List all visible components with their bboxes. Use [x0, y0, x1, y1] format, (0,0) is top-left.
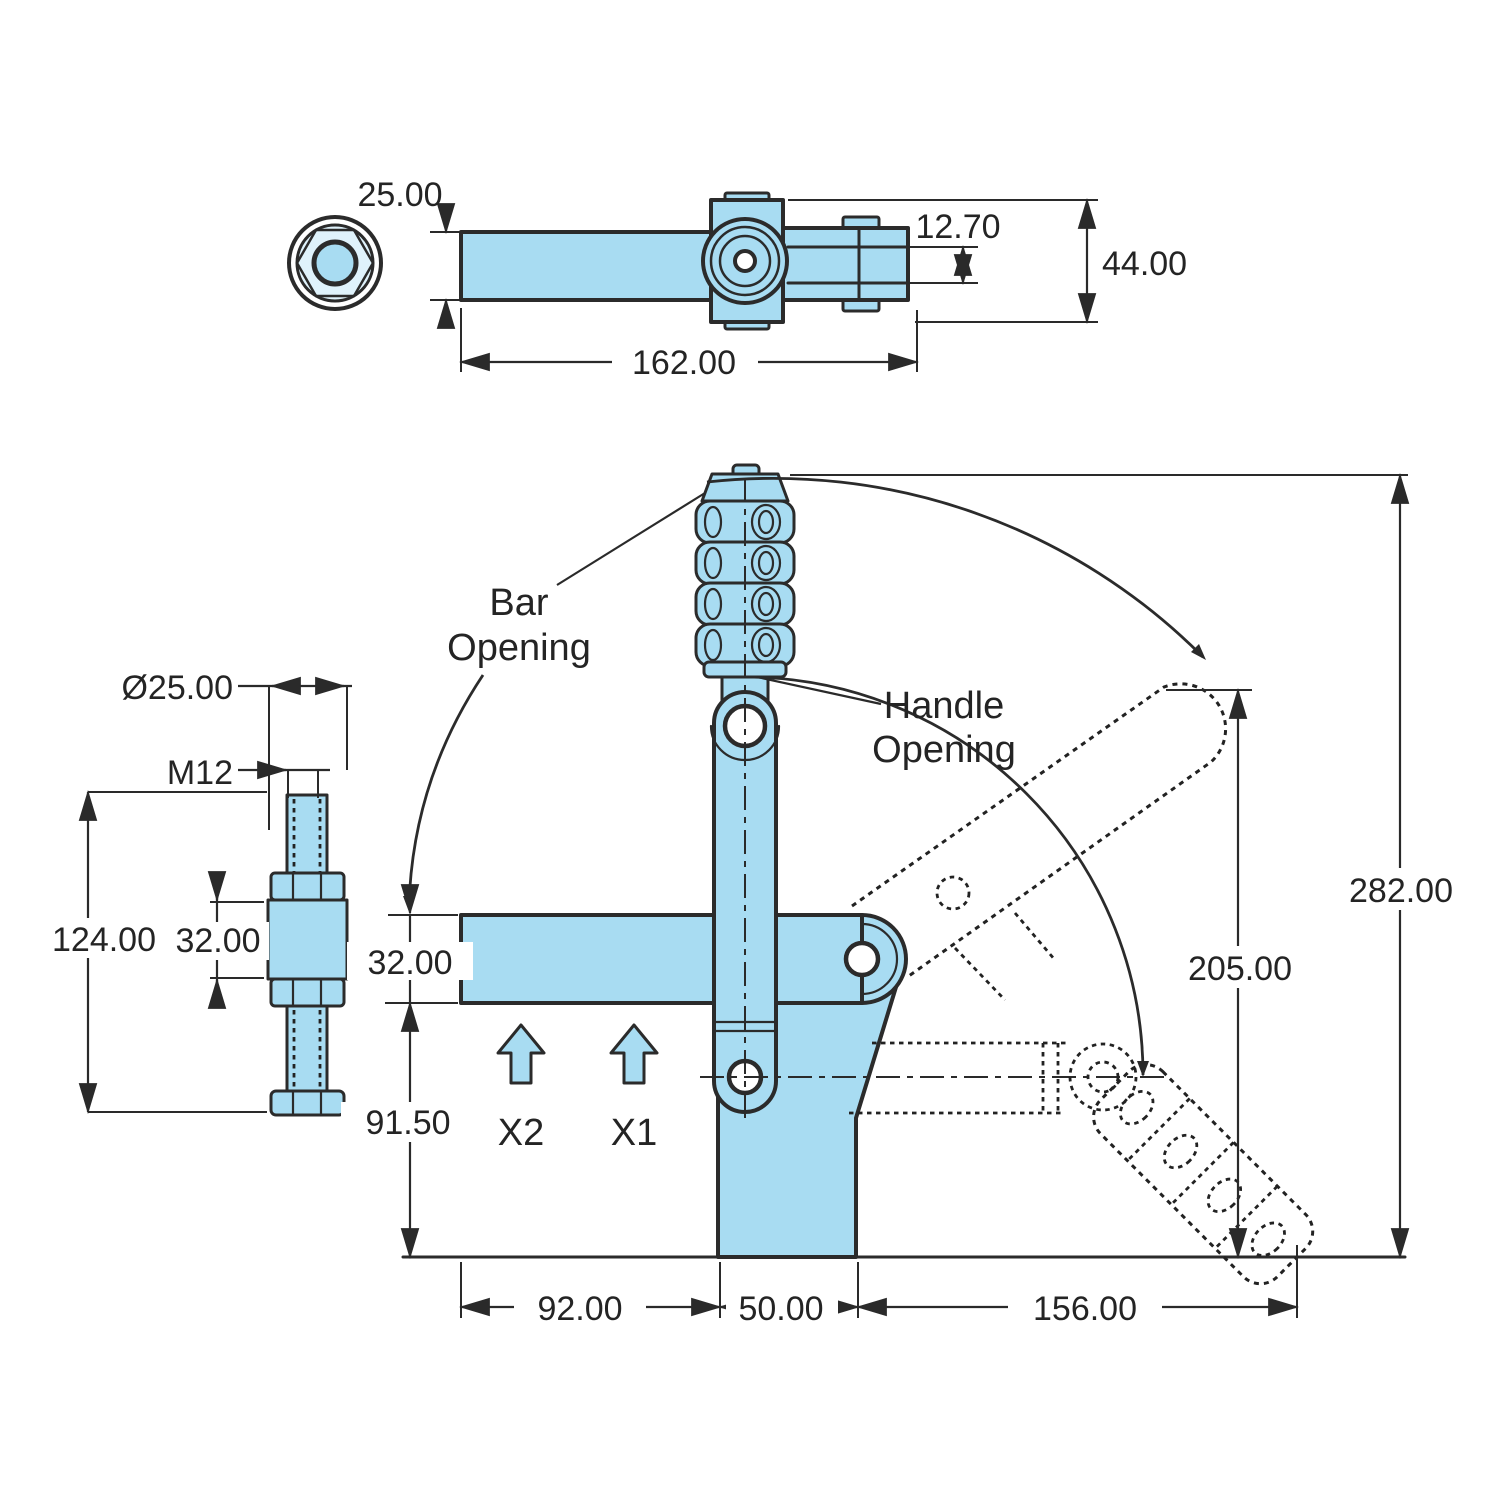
dim-total-height: 282.00 [790, 472, 1480, 1260]
dim-text-91-5: 91.50 [365, 1104, 450, 1142]
spindle-nut-bottom [269, 1089, 346, 1117]
dim-text-205: 205.00 [1188, 950, 1292, 988]
bar-opening-text-2: Opening [447, 627, 591, 669]
dim-bottom-row: 92.00 50.00 156.00 [458, 1245, 1300, 1328]
dim-text-m12: M12 [167, 754, 233, 792]
bar-opening-arc [706, 476, 1204, 658]
dim-text-156: 156.00 [1033, 1290, 1137, 1328]
handle-side-view [781, 226, 910, 302]
handle-opening-text-2: Opening [872, 729, 1016, 771]
grip-dimples [703, 503, 782, 664]
bar-pivot-hole [843, 940, 881, 978]
dim-plate-width: 12.70 [908, 208, 1001, 286]
handle-opening-text-1: Handle [884, 685, 1004, 727]
open-handle-boss [1068, 1042, 1138, 1112]
dim-text-32-spacer: 32.00 [175, 922, 260, 960]
dim-bar-thickness: 25.00 [357, 176, 461, 329]
dim-text-124: 124.00 [52, 921, 156, 959]
clamping-bar [459, 913, 908, 1005]
open-bar-hole [935, 875, 971, 911]
spindle-spacer [266, 898, 349, 981]
dim-text-25: 25.00 [357, 176, 442, 214]
spindle-nut-top [269, 871, 346, 902]
dim-base-height: 91.50 [341, 1000, 475, 1260]
arrow-x2 [496, 1023, 546, 1085]
dim-text-282: 282.00 [1349, 872, 1453, 910]
dim-spindle-diameter: Ø25.00 [121, 669, 352, 830]
label-x2: X2 [498, 1112, 544, 1154]
bar-opening-text-1: Bar [489, 582, 548, 624]
dim-text-50: 50.00 [738, 1290, 823, 1328]
dim-text-162: 162.00 [632, 344, 736, 382]
dim-bar-length: 162.00 [458, 308, 920, 382]
open-bar-outline [851, 682, 1228, 980]
spindle-nut-mid [269, 977, 346, 1008]
handle-opening-arc [744, 675, 1145, 1076]
spindle-end-view [287, 215, 383, 311]
dim-head-width: 44.00 [788, 197, 1187, 325]
annotation-bar-opening: Bar Opening [447, 492, 706, 669]
open-handle-hole [1086, 1060, 1120, 1094]
arrow-x1 [609, 1023, 659, 1085]
dim-open-height: 205.00 [1160, 687, 1317, 1260]
dim-spindle-length: 124.00 [50, 789, 267, 1115]
dim-spacer-height: 32.00 [166, 871, 269, 1009]
pivot-knob [701, 217, 789, 305]
top-view: 25.00 162.00 12.70 44.00 [287, 176, 1187, 382]
front-view: X2 X1 Bar Opening Handle Opening 32.00 [341, 463, 1480, 1328]
label-x1: X1 [611, 1112, 657, 1154]
open-position-phantom [849, 682, 1315, 1286]
force-arrows: X2 X1 [496, 1023, 659, 1154]
dim-text-92: 92.00 [537, 1290, 622, 1328]
dim-text-d25: Ø25.00 [121, 669, 233, 707]
spindle-view: Ø25.00 M12 124.00 32.00 [50, 669, 352, 1117]
dim-text-12-7: 12.70 [915, 208, 1000, 246]
dim-text-32-bar: 32.00 [367, 944, 452, 982]
dim-bar-height: 32.00 [347, 884, 473, 1004]
annotation-handle-opening: Handle Opening [756, 675, 1016, 771]
dim-text-44: 44.00 [1102, 245, 1187, 283]
dim-spindle-thread: M12 [167, 754, 330, 798]
bar-side-view [459, 230, 713, 302]
bar-tip-arc [407, 674, 485, 906]
